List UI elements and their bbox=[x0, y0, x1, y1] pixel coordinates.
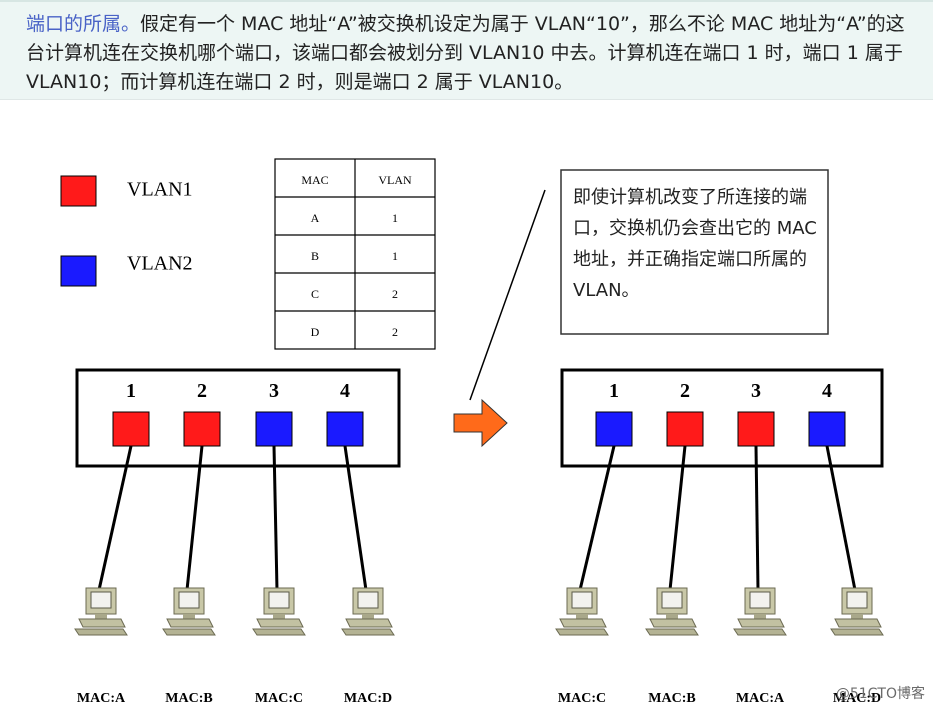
table-header-vlan: VLAN bbox=[378, 173, 412, 187]
right-port bbox=[808, 411, 846, 447]
right-computer-icon bbox=[555, 587, 609, 636]
right-cable bbox=[668, 445, 687, 591]
left-cable bbox=[272, 445, 279, 591]
right-port bbox=[666, 411, 704, 447]
right-port bbox=[737, 411, 775, 447]
description-panel: 端口的所属。假定有一个 MAC 地址“A”被交换机设定为属于 VLAN“10”，… bbox=[0, 0, 933, 100]
left-cable bbox=[97, 445, 133, 591]
callout-box bbox=[560, 169, 829, 335]
left-port-number: 3 bbox=[269, 380, 279, 402]
left-port bbox=[112, 411, 150, 447]
table-cell: 2 bbox=[392, 325, 398, 339]
right-mac-label: MAC:B bbox=[648, 691, 695, 706]
right-mac-label: MAC:D bbox=[833, 691, 881, 706]
left-cable bbox=[343, 445, 368, 591]
left-computer-icon bbox=[341, 587, 395, 636]
right-cable bbox=[754, 445, 760, 591]
left-port-number: 4 bbox=[340, 380, 350, 402]
table-cell: 1 bbox=[392, 249, 398, 263]
transition-arrow-icon bbox=[453, 398, 508, 448]
left-mac-label: MAC:C bbox=[255, 691, 303, 706]
left-computer-icon bbox=[74, 587, 128, 636]
right-port bbox=[595, 411, 633, 447]
right-mac-label: MAC:A bbox=[736, 691, 785, 706]
table-cell: D bbox=[311, 325, 320, 339]
left-computer-icon bbox=[252, 587, 306, 636]
legend-swatch-vlan1 bbox=[60, 175, 97, 207]
left-port-number: 1 bbox=[126, 380, 136, 402]
left-cable bbox=[185, 445, 204, 591]
left-port bbox=[183, 411, 221, 447]
left-port bbox=[255, 411, 293, 447]
table-cell: A bbox=[311, 211, 320, 225]
legend-label-vlan2: VLAN2 bbox=[127, 253, 193, 275]
legend-swatch-vlan2 bbox=[60, 255, 97, 287]
left-port bbox=[326, 411, 364, 447]
left-mac-label: MAC:D bbox=[344, 691, 392, 706]
description-body: 假定有一个 MAC 地址“A”被交换机设定为属于 VLAN“10”，那么不论 M… bbox=[26, 13, 905, 93]
right-cable bbox=[578, 445, 616, 591]
description-topic: 端口的所属。 bbox=[26, 13, 141, 35]
table-cell: B bbox=[311, 249, 319, 263]
table-header-mac: MAC bbox=[301, 173, 328, 187]
watermark: @51CTO博客 bbox=[835, 686, 925, 702]
left-mac-label: MAC:A bbox=[77, 691, 126, 706]
right-mac-label: MAC:C bbox=[558, 691, 606, 706]
mac-vlan-table bbox=[274, 158, 436, 350]
table-cell: 1 bbox=[392, 211, 398, 225]
right-computer-icon bbox=[645, 587, 699, 636]
right-computer-icon bbox=[830, 587, 884, 636]
right-port-number: 3 bbox=[751, 380, 761, 402]
left-port-number: 2 bbox=[197, 380, 207, 402]
left-mac-label: MAC:B bbox=[165, 691, 212, 706]
right-port-number: 4 bbox=[822, 380, 832, 402]
callout-pointer bbox=[469, 189, 546, 401]
table-cell: 2 bbox=[392, 287, 398, 301]
right-port-number: 2 bbox=[680, 380, 690, 402]
left-computer-icon bbox=[162, 587, 216, 636]
callout-text: 即使计算机改变了所连接的端口，交换机仍会查出它的 MAC 地址，并正确指定端口所… bbox=[573, 187, 817, 301]
right-cable bbox=[825, 445, 857, 591]
legend-label-vlan1: VLAN1 bbox=[127, 179, 193, 201]
description-text: 端口的所属。假定有一个 MAC 地址“A”被交换机设定为属于 VLAN“10”，… bbox=[26, 10, 906, 97]
table-cell: C bbox=[311, 287, 319, 301]
right-computer-icon bbox=[733, 587, 787, 636]
right-port-number: 1 bbox=[609, 380, 619, 402]
